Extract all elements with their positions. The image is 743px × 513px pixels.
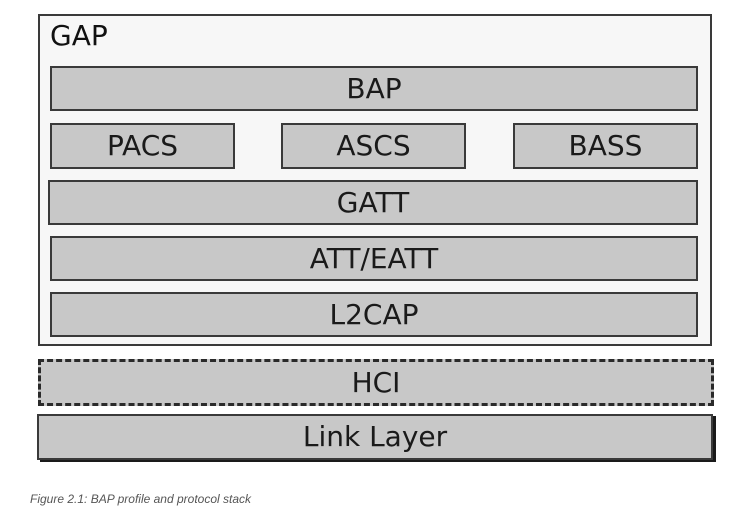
link-layer: Link Layer [37,414,713,460]
l2cap-layer: L2CAP [50,292,698,337]
gap-label: GAP [50,19,108,52]
pacs-service: PACS [50,123,235,169]
bap-layer: BAP [50,66,698,111]
ascs-service: ASCS [281,123,466,169]
att-eatt-layer: ATT/EATT [50,236,698,281]
hci-layer: HCI [38,359,714,406]
bass-service: BASS [513,123,698,169]
figure-caption: Figure 2.1: BAP profile and protocol sta… [30,492,252,506]
gatt-layer: GATT [48,180,698,225]
